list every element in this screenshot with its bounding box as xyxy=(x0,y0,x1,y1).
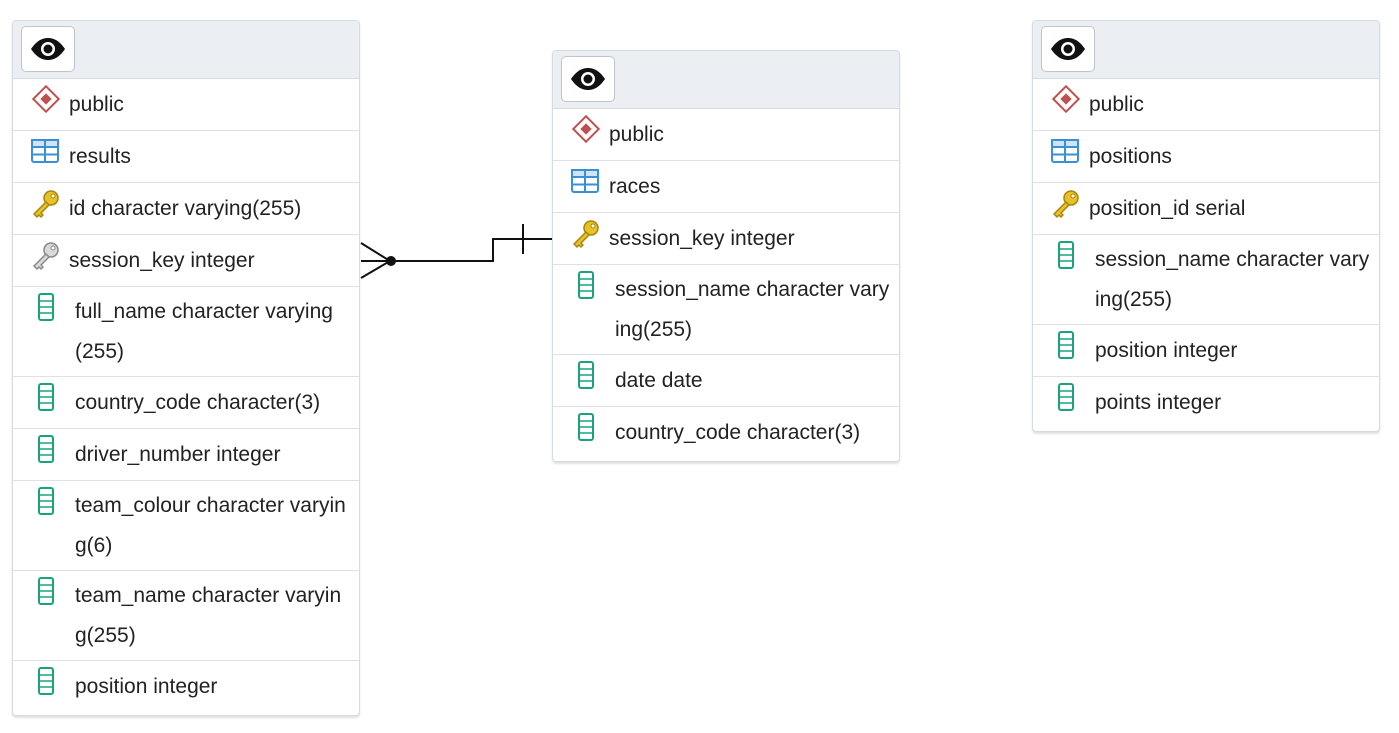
column-row-label: team_colour character varying(6) xyxy=(75,494,346,557)
column-row-label: team_name character varying(255) xyxy=(75,584,342,647)
pk-icon xyxy=(1051,183,1083,223)
schema-row[interactable]: public xyxy=(553,109,899,161)
fk-icon xyxy=(31,235,63,275)
pk-icon xyxy=(571,213,603,253)
table-name-row-label: races xyxy=(609,175,661,198)
table-icon xyxy=(31,131,63,171)
schema-icon xyxy=(571,109,603,149)
column-row-label: id character varying(255) xyxy=(69,197,302,220)
table-header xyxy=(13,21,359,79)
column-row-label: session_key integer xyxy=(69,249,255,272)
column-row[interactable]: session_key integer xyxy=(553,213,899,265)
column-icon xyxy=(31,481,69,521)
column-row[interactable]: session_name character varying(255) xyxy=(1033,235,1379,325)
table-icon xyxy=(571,161,603,201)
column-row[interactable]: session_name character varying(255) xyxy=(553,265,899,355)
schema-row-label: public xyxy=(69,93,124,116)
column-row-label: country_code character(3) xyxy=(615,421,861,444)
column-row[interactable]: country_code character(3) xyxy=(13,377,359,429)
column-icon xyxy=(571,265,609,305)
column-row[interactable]: position integer xyxy=(1033,325,1379,377)
column-icon xyxy=(1051,377,1089,417)
column-row-label: driver_number integer xyxy=(75,443,281,466)
column-row-label: date date xyxy=(615,369,703,392)
schema-row[interactable]: public xyxy=(13,79,359,131)
schema-icon xyxy=(31,79,63,119)
crows-foot-upper xyxy=(360,242,391,262)
column-icon xyxy=(31,287,69,327)
table-name-row-label: positions xyxy=(1089,145,1172,168)
schema-row[interactable]: public xyxy=(1033,79,1379,131)
column-row-label: points integer xyxy=(1095,391,1222,414)
eye-icon xyxy=(570,67,606,91)
column-icon xyxy=(31,377,69,417)
column-row-label: position integer xyxy=(1095,339,1238,362)
table-node-races[interactable]: public races session_key integer session_na… xyxy=(552,50,900,462)
toggle-visibility-button[interactable] xyxy=(21,26,75,72)
table-node-results[interactable]: public results id character varying(255) se… xyxy=(12,20,360,716)
crows-foot-lower xyxy=(360,260,391,279)
column-row[interactable]: position integer xyxy=(13,661,359,713)
column-row[interactable]: team_colour character varying(6) xyxy=(13,481,359,571)
column-icon xyxy=(31,661,69,701)
schema-icon xyxy=(1051,79,1083,119)
column-row[interactable]: driver_number integer xyxy=(13,429,359,481)
table-header xyxy=(553,51,899,109)
table-name-row-label: results xyxy=(69,145,131,168)
crows-foot-circle xyxy=(386,256,396,266)
column-row-label: session_key integer xyxy=(609,227,795,250)
schema-row-label: public xyxy=(609,123,664,146)
eye-icon xyxy=(30,37,66,61)
column-row[interactable]: full_name character varying(255) xyxy=(13,287,359,377)
table-name-row[interactable]: positions xyxy=(1033,131,1379,183)
toggle-visibility-button[interactable] xyxy=(1041,26,1095,72)
column-row-label: country_code character(3) xyxy=(75,391,321,414)
eye-icon xyxy=(1050,37,1086,61)
pk-icon xyxy=(31,183,63,223)
column-icon xyxy=(1051,325,1089,365)
table-node-positions[interactable]: public positions position_id serial session… xyxy=(1032,20,1380,432)
column-row-label: full_name character varying(255) xyxy=(75,300,333,363)
column-row[interactable]: points integer xyxy=(1033,377,1379,429)
column-icon xyxy=(31,571,69,611)
column-icon xyxy=(1051,235,1089,275)
schema-row-label: public xyxy=(1089,93,1144,116)
column-row[interactable]: position_id serial xyxy=(1033,183,1379,235)
column-icon xyxy=(571,407,609,447)
column-row-label: session_name character varying(255) xyxy=(1095,248,1370,311)
table-name-row[interactable]: results xyxy=(13,131,359,183)
column-row[interactable]: date date xyxy=(553,355,899,407)
column-row[interactable]: id character varying(255) xyxy=(13,183,359,235)
column-row[interactable]: team_name character varying(255) xyxy=(13,571,359,661)
column-icon xyxy=(31,429,69,469)
toggle-visibility-button[interactable] xyxy=(561,56,615,102)
column-icon xyxy=(571,355,609,395)
table-header xyxy=(1033,21,1379,79)
column-row-label: session_name character varying(255) xyxy=(615,278,890,341)
column-row[interactable]: country_code character(3) xyxy=(553,407,899,459)
table-name-row[interactable]: races xyxy=(553,161,899,213)
table-icon xyxy=(1051,131,1083,171)
column-row-label: position integer xyxy=(75,675,218,698)
column-row-label: position_id serial xyxy=(1089,197,1246,220)
column-row[interactable]: session_key integer xyxy=(13,235,359,287)
